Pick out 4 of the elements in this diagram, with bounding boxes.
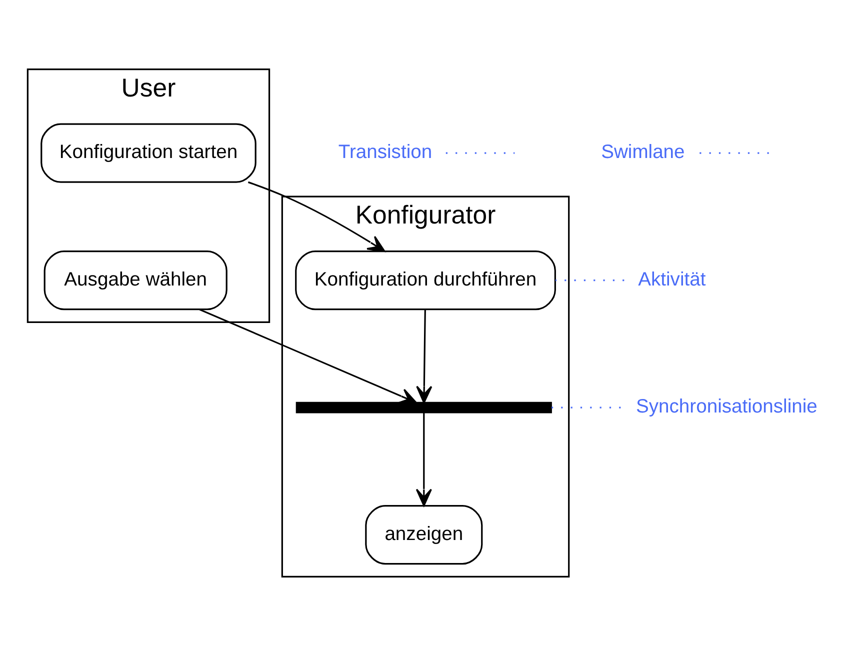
node-text: Swimlane xyxy=(601,142,685,164)
node-text: Synchronisationslinie xyxy=(636,396,818,418)
node-text: Aktivität xyxy=(638,269,706,290)
node-text: Transistion xyxy=(338,142,432,164)
